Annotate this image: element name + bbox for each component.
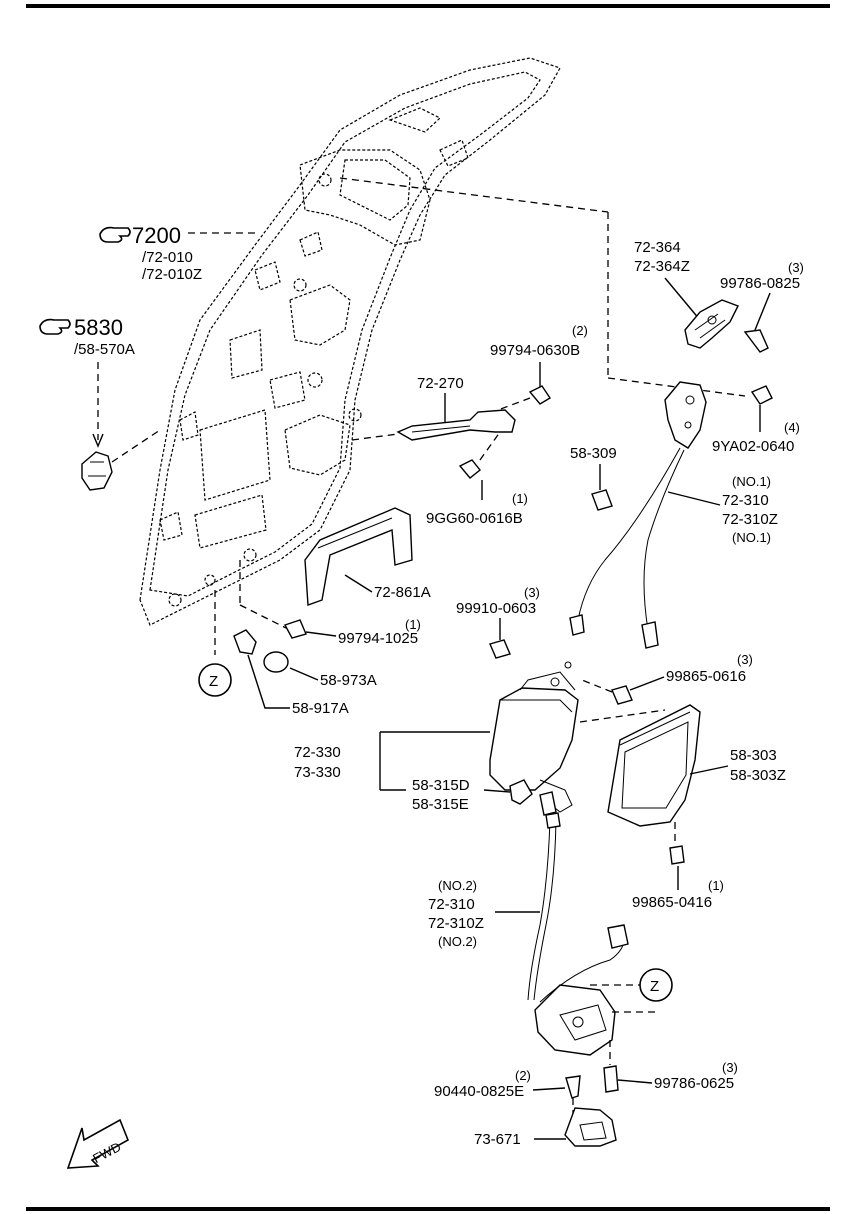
label-72-364z: 72-364Z: [634, 258, 690, 275]
label-73-671: 73-671: [474, 1131, 521, 1148]
label-58-303: 58-303: [730, 747, 777, 764]
zone-z-label-bottom: Z: [650, 978, 659, 995]
label-72-310-no1: 72-310: [722, 492, 769, 509]
label-no2-top: (NO.2): [438, 878, 477, 893]
label-72-270: 72-270: [417, 375, 464, 392]
bolt-99794-1025: [283, 619, 307, 639]
label-72-364: 72-364: [634, 239, 681, 256]
label-99786-0825: 99786-0825: [720, 275, 800, 292]
label-72-310z-no1: 72-310Z: [722, 511, 778, 528]
door-panel: [139, 57, 561, 626]
bolt-9gg60-0616b: [458, 459, 481, 479]
label-99794-1025: 99794-1025: [338, 630, 418, 647]
zone-z-marker-top: [198, 663, 232, 697]
pointing-hand-icon: [39, 318, 71, 335]
ref-5830-label: 5830: [74, 315, 123, 340]
label-no2-bottom: (NO.2): [438, 934, 477, 949]
label-72-310z-no2: 72-310Z: [428, 915, 484, 932]
label-no1-top: (NO.1): [732, 474, 771, 489]
qty-99786-0825: (3): [788, 260, 804, 275]
ref-7200-label: 7200: [132, 223, 181, 248]
forward-arrow-icon: FWD: [66, 1118, 130, 1169]
zone-z-label-top: Z: [209, 673, 218, 690]
cap-58-973a: [263, 651, 289, 673]
label-9ya02-0640: 9YA02-0640: [712, 438, 794, 455]
rod-72-270: [396, 409, 516, 441]
qty-9gg60-0616b: (1): [512, 491, 528, 506]
label-58-973a: 58-973A: [320, 672, 377, 689]
screw-90440-0825e: [565, 1075, 581, 1099]
qty-99865-0616: (3): [737, 652, 753, 667]
striker-73-671: [564, 1107, 617, 1147]
qty-99786-0625: (3): [722, 1060, 738, 1075]
label-9gg60-0616b: 9GG60-0616B: [426, 510, 523, 527]
bolt-99786-0625: [603, 1065, 619, 1093]
label-72-310-no2: 72-310: [428, 896, 475, 913]
ref-72-010-label: /72-010: [142, 249, 193, 266]
label-90440-0825e: 90440-0825E: [434, 1083, 524, 1100]
label-99865-0416: 99865-0416: [632, 894, 712, 911]
hinge-bracket: [81, 451, 113, 491]
qty-90440-0825e: (2): [515, 1068, 531, 1083]
qty-99794-0630b: (2): [572, 323, 588, 338]
bolt-99786-0825: [743, 329, 769, 353]
lower-latch-assembly: [534, 984, 616, 1056]
ref-72-010z-label: /72-010Z: [142, 266, 202, 283]
label-58-309: 58-309: [570, 445, 617, 462]
pointing-hand-icon: [99, 226, 131, 243]
label-99865-0616: 99865-0616: [666, 668, 746, 685]
cable-72-310-no1: [577, 447, 685, 631]
door-lock-actuator: [664, 381, 707, 449]
qty-99910-0603: (3): [524, 585, 540, 600]
bolt-99865-0616: [611, 685, 633, 705]
clip-58-315d: [509, 779, 533, 805]
screw-99865-0416: [669, 845, 685, 865]
bolt-99794-0630b: [528, 385, 551, 405]
reference-5830: 5830 /58-570A: [39, 315, 161, 463]
qty-99865-0416: (1): [708, 878, 724, 893]
outer-handle-72-330: [489, 687, 579, 791]
label-58-917a: 58-917A: [292, 700, 349, 717]
label-72-861a: 72-861A: [374, 584, 431, 601]
label-99794-0630b: 99794-0630B: [490, 342, 580, 359]
bumper-58-917a: [233, 629, 257, 655]
reference-7200: 7200 /72-010 /72-010Z: [99, 223, 258, 283]
label-72-330: 72-330: [294, 744, 341, 761]
label-73-330: 73-330: [294, 764, 341, 781]
label-99910-0603: 99910-0603: [456, 600, 536, 617]
label-58-315d: 58-315D: [412, 777, 470, 794]
bolt-9ya02-0640: [750, 385, 773, 405]
ref-58-570a-label: /58-570A: [74, 341, 135, 358]
label-58-315e: 58-315E: [412, 796, 469, 813]
nut-99910-0603: [489, 639, 511, 659]
label-99786-0625: 99786-0625: [654, 1075, 734, 1092]
clip-58-309: [591, 489, 613, 511]
cable-72-310-no2: [527, 819, 557, 1001]
cover-72-861a: [304, 507, 413, 606]
inner-handle-58-303: [607, 704, 701, 827]
zone-z-marker-bottom: [639, 968, 673, 1002]
label-no1-bottom: (NO.1): [732, 530, 771, 545]
qty-99794-1025: (1): [405, 617, 421, 632]
fwd-label: FWD: [90, 1139, 123, 1166]
label-58-303z: 58-303Z: [730, 767, 786, 784]
qty-9ya02-0640: (4): [784, 420, 800, 435]
